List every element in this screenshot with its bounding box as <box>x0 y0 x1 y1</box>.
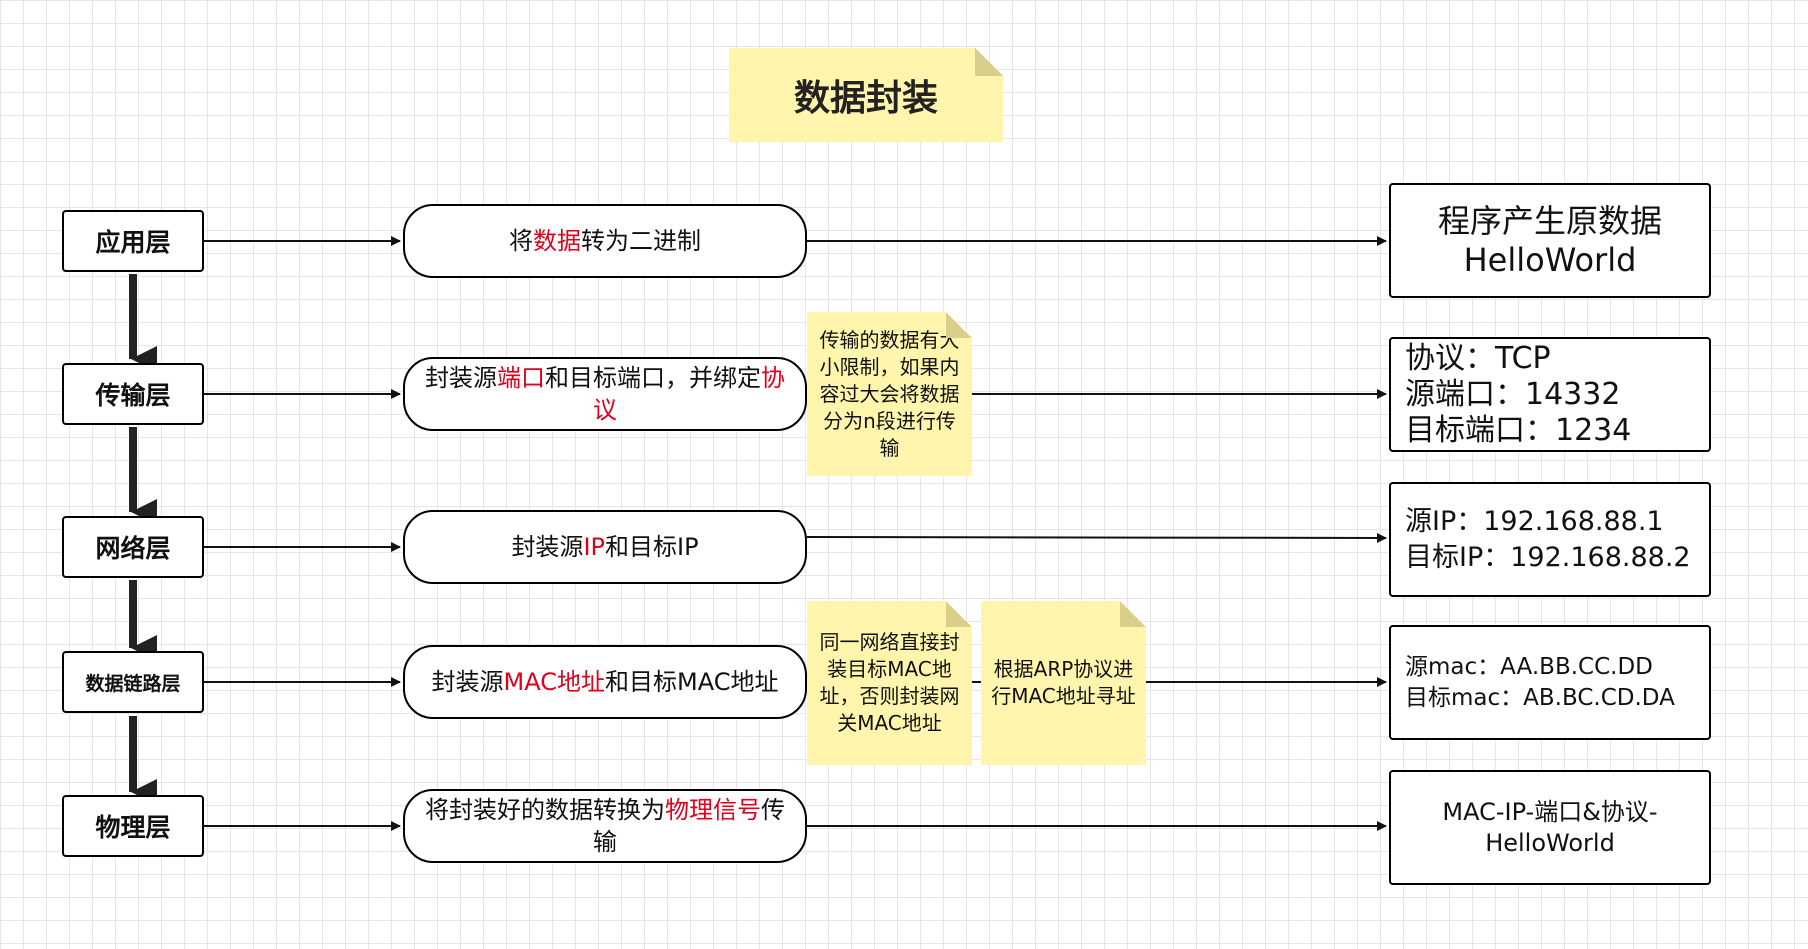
note-datalink-arp: 根据ARP协议进行MAC地址寻址 <box>981 601 1146 765</box>
process-highlight: 协议 <box>593 364 785 424</box>
layer-physical[interactable]: 物理层 <box>62 795 204 857</box>
process-datalink[interactable]: 封装源MAC地址和目标MAC地址 <box>403 645 807 719</box>
result-line: 源IP：192.168.88.1 <box>1405 505 1664 537</box>
result-line: 目标端口：1234 <box>1405 412 1632 448</box>
result-line: MAC-IP-端口&协议-HelloWorld <box>1442 797 1658 857</box>
process-text: 和目标端口，并绑定 <box>545 364 761 392</box>
result-physical[interactable]: MAC-IP-端口&协议-HelloWorld <box>1389 770 1711 885</box>
process-transport[interactable]: 封装源端口和目标端口，并绑定协议 <box>403 357 807 431</box>
result-network[interactable]: 源IP：192.168.88.1 目标IP：192.168.88.2 <box>1389 482 1711 597</box>
process-text: 将封装好的数据转换为 <box>425 796 665 824</box>
process-network[interactable]: 封装源IP和目标IP <box>403 510 807 584</box>
layer-application[interactable]: 应用层 <box>62 210 204 272</box>
process-highlight: 物理信号 <box>665 796 761 824</box>
note-datalink-direct: 同一网络直接封装目标MAC地址，否则封装网关MAC地址 <box>807 601 972 765</box>
process-highlight: 数据 <box>533 227 581 255</box>
process-text: 和目标MAC地址 <box>605 668 779 696</box>
title-note-fold <box>975 48 1003 76</box>
layer-datalink[interactable]: 数据链路层 <box>62 651 204 713</box>
result-line: HelloWorld <box>1463 240 1637 279</box>
note-fold <box>946 601 972 627</box>
process-text: 封装源 <box>425 364 497 392</box>
note-transport-segmentation: 传输的数据有大小限制，如果内容过大会将数据分为n段进行传输 <box>807 312 972 476</box>
process-highlight: MAC地址 <box>503 668 605 696</box>
process-physical[interactable]: 将封装好的数据转换为物理信号传输 <box>403 789 807 863</box>
result-line: 源mac：AA.BB.CC.DD <box>1405 653 1653 680</box>
result-line: 目标mac：AB.BC.CD.DA <box>1405 684 1675 711</box>
process-text: 将 <box>509 227 533 255</box>
note-fold <box>1120 601 1146 627</box>
diagram-title: 数据封装 <box>729 48 1003 142</box>
arrow-network-to-result <box>806 532 1387 543</box>
process-text: 和目标IP <box>605 533 699 561</box>
result-line: 源端口：14332 <box>1405 376 1621 412</box>
process-application[interactable]: 将数据转为二进制 <box>403 204 807 278</box>
result-line: 程序产生原数据 <box>1437 201 1662 240</box>
result-datalink[interactable]: 源mac：AA.BB.CC.DD 目标mac：AB.BC.CD.DA <box>1389 625 1711 740</box>
layer-network[interactable]: 网络层 <box>62 516 204 578</box>
process-text: 传输 <box>593 796 785 856</box>
process-text: 转为二进制 <box>581 227 701 255</box>
process-highlight: 端口 <box>497 364 545 392</box>
process-highlight: IP <box>583 533 605 561</box>
result-application[interactable]: 程序产生原数据 HelloWorld <box>1389 183 1711 298</box>
note-fold <box>946 312 972 338</box>
layer-transport[interactable]: 传输层 <box>62 363 204 425</box>
process-text: 封装源 <box>511 533 584 561</box>
process-text: 封装源 <box>431 668 504 696</box>
result-transport[interactable]: 协议：TCP 源端口：14332 目标端口：1234 <box>1389 337 1711 452</box>
result-line: 协议：TCP <box>1405 340 1551 376</box>
result-line: 目标IP：192.168.88.2 <box>1405 541 1691 573</box>
